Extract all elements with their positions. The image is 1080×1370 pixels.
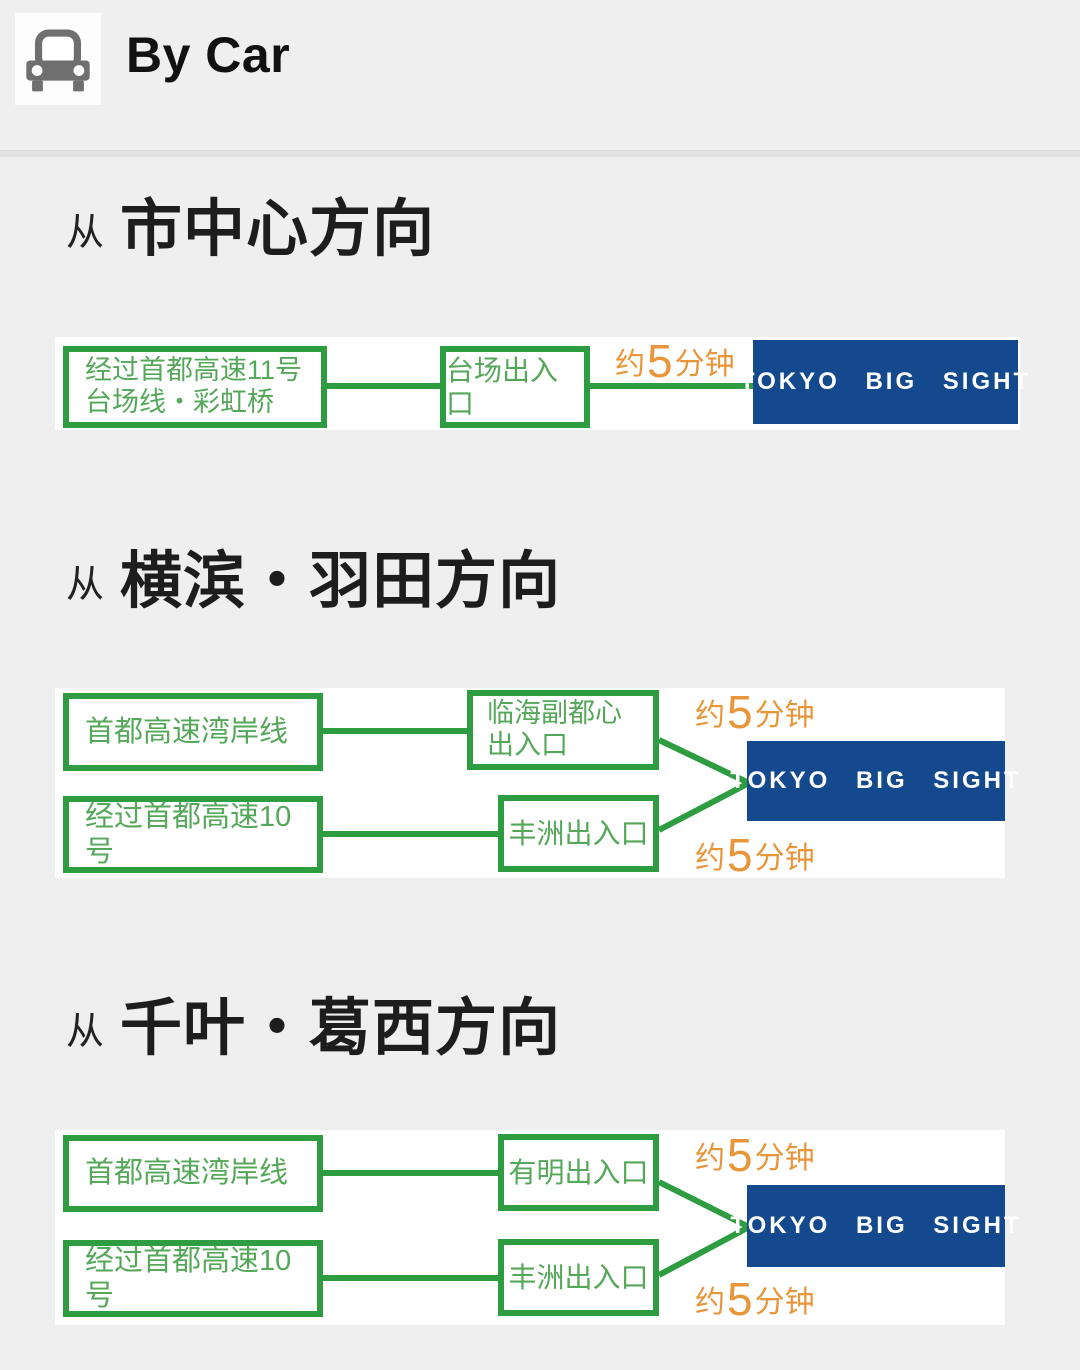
route-exit-box: 台场出入口 (440, 346, 590, 428)
route-start-box: 经过首都高速10号 (63, 796, 323, 873)
heading-prefix: 从 (66, 1011, 105, 1054)
route-start-box: 首都高速湾岸线 (63, 1135, 323, 1212)
route-exit-line1: 临海副都心 (487, 698, 622, 729)
car-icon (15, 13, 101, 105)
route-start-label: 经过首都高速10号 (85, 1245, 292, 1312)
diagram-city-center: 经过首都高速11号 台场线・彩虹桥 台场出入口 约 5 分钟 TOKYO BIG… (55, 334, 1028, 430)
destination-box: TOKYO BIG SIGHT (730, 741, 1019, 821)
destination-label: TOKYO BIG SIGHT (730, 767, 1022, 794)
duration-post: 分钟 (754, 1142, 815, 1175)
destination-label: TOKYO BIG SIGHT (730, 1212, 1022, 1239)
connector-line (323, 831, 498, 837)
duration-post: 分钟 (674, 348, 735, 381)
duration-label-top: 约 5 分钟 (695, 685, 815, 738)
duration-pre: 约 (695, 842, 725, 875)
route-start-line1: 经过首都高速11号 (85, 355, 303, 386)
section-heading-chiba-kasai: 从 千叶・葛西方向 (66, 994, 562, 1063)
duration-label: 约 5 分钟 (615, 334, 735, 387)
connector-line (590, 383, 753, 389)
header-divider (0, 150, 1080, 157)
connector-line (327, 383, 440, 389)
duration-num: 5 (727, 685, 753, 738)
duration-post: 分钟 (754, 699, 815, 732)
route-exit-label: 台场出入口 (446, 354, 559, 419)
destination-box: TOKYO BIG SIGHT (740, 340, 1028, 424)
connector-line (323, 1170, 498, 1176)
diagram-chiba-kasai: 首都高速湾岸线 有明出入口 约 5 分钟 经过首都高速10号 丰洲出入口 约 5… (55, 1128, 1019, 1325)
duration-num: 5 (647, 334, 673, 387)
diagram-yokohama-haneda: 首都高速湾岸线 临海副都心 出入口 约 5 分钟 经过首都高速10号 丰洲出入口… (55, 685, 1019, 881)
car-icon-glyph (26, 29, 90, 92)
route-exit-line2: 出入口 (487, 730, 568, 760)
duration-num: 5 (727, 1272, 753, 1325)
connector-line (323, 728, 467, 734)
duration-num: 5 (727, 828, 753, 881)
section-heading-city-center: 从 市中心方向 (66, 195, 436, 264)
duration-pre: 约 (695, 699, 725, 732)
route-start-box: 经过首都高速11号 台场线・彩虹桥 (63, 346, 327, 428)
connector-arrow (657, 1179, 751, 1278)
route-start-label: 经过首都高速10号 (85, 801, 292, 868)
route-start-box: 经过首都高速10号 (63, 1240, 323, 1317)
duration-label-bottom: 约 5 分钟 (695, 1272, 815, 1325)
duration-post: 分钟 (754, 1286, 815, 1319)
route-start-label: 首都高速湾岸线 (85, 1157, 289, 1190)
heading-title: 市中心方向 (120, 195, 436, 264)
duration-pre: 约 (695, 1286, 725, 1319)
route-exit-box: 丰洲出入口 (498, 1239, 659, 1316)
duration-pre: 约 (615, 348, 645, 381)
duration-num: 5 (727, 1128, 753, 1181)
route-start-box: 首都高速湾岸线 (63, 693, 323, 771)
duration-pre: 约 (695, 1142, 725, 1175)
heading-title: 千叶・葛西方向 (120, 994, 562, 1063)
connector-arrow (657, 737, 751, 833)
page-title: By Car (126, 27, 291, 83)
duration-label-bottom: 约 5 分钟 (695, 828, 815, 881)
route-exit-box: 丰洲出入口 (498, 795, 659, 872)
route-exit-box: 临海副都心 出入口 (467, 690, 659, 770)
destination-label: TOKYO BIG SIGHT (739, 368, 1032, 395)
route-exit-label: 丰洲出入口 (508, 817, 649, 849)
duration-post: 分钟 (754, 842, 815, 875)
heading-title: 横滨・羽田方向 (120, 547, 562, 616)
heading-prefix: 从 (66, 212, 105, 255)
duration-label-top: 约 5 分钟 (695, 1128, 815, 1181)
route-exit-box: 有明出入口 (498, 1134, 659, 1211)
route-exit-label: 有明出入口 (508, 1156, 649, 1188)
route-start-line2: 台场线・彩虹桥 (85, 387, 274, 417)
route-exit-label: 丰洲出入口 (508, 1261, 649, 1293)
connector-line (323, 1275, 498, 1281)
route-start-label: 首都高速湾岸线 (85, 715, 289, 748)
destination-box: TOKYO BIG SIGHT (730, 1185, 1019, 1267)
heading-prefix: 从 (66, 564, 105, 607)
section-heading-yokohama-haneda: 从 横滨・羽田方向 (66, 547, 562, 616)
